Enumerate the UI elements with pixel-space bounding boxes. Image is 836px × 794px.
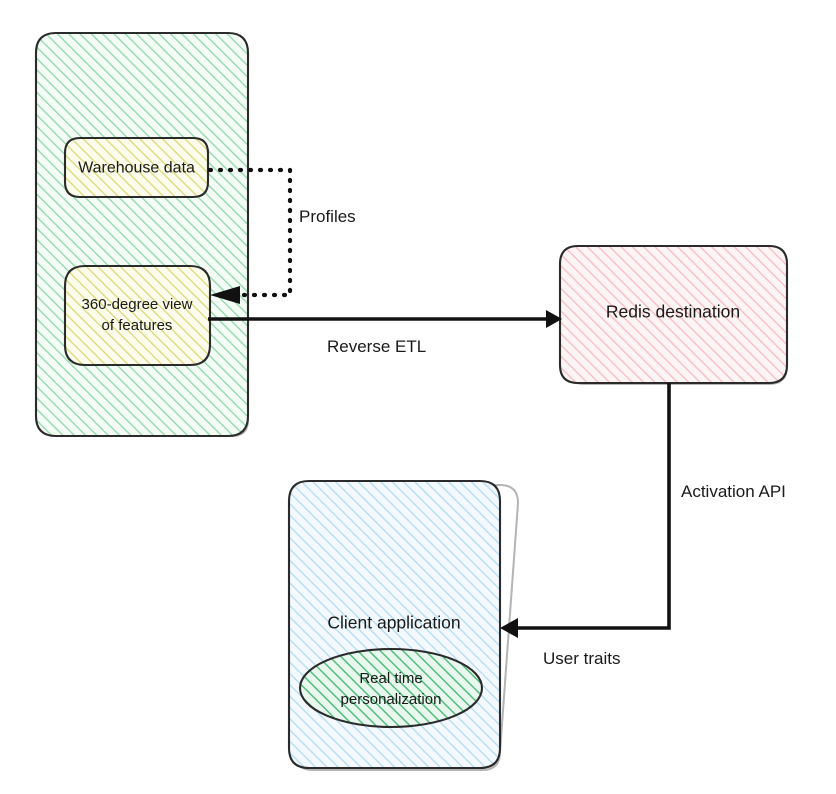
warehouse-data-border (63, 136, 210, 199)
real-time-personalization-fill (300, 649, 482, 727)
node-redis-destination[interactable]: Redis destination (558, 244, 789, 385)
activation-api-edge-path (516, 383, 671, 630)
edge-profiles[interactable]: Profiles (207, 167, 356, 304)
warehouse-container-border (34, 31, 250, 438)
feature-view-border (63, 264, 212, 367)
feature-view-label-line1: 360-degree view (82, 296, 193, 313)
redis-destination-fill (560, 246, 787, 383)
node-real-time-personalization[interactable]: Real time personalization (298, 647, 484, 729)
activation-api-edge-label: Activation API (681, 482, 786, 501)
user-traits-edge-label: User traits (543, 649, 620, 668)
profiles-edge-path (207, 167, 293, 298)
node-warehouse-data[interactable]: Warehouse data (63, 136, 210, 199)
reverse-etl-edge-label: Reverse ETL (327, 337, 426, 356)
warehouse-data-fill (65, 138, 208, 197)
client-application-border (287, 479, 502, 770)
real-time-personalization-label-line1: Real time (359, 670, 422, 687)
edge-activation-api[interactable]: Activation API User traits (500, 383, 786, 668)
user-traits-arrowhead-icon (500, 618, 518, 638)
feature-view-fill (65, 266, 210, 365)
client-application-label: Client application (327, 613, 460, 633)
feature-view-label-line2: of features (102, 317, 173, 334)
profiles-arrowhead-icon (210, 286, 240, 304)
real-time-personalization-border (298, 647, 484, 729)
warehouse-container-fill (36, 33, 248, 436)
node-feature-view[interactable]: 360-degree view of features (63, 264, 212, 367)
warehouse-data-label: Warehouse data (78, 160, 195, 177)
reverse-etl-arrowhead-icon (546, 310, 562, 328)
profiles-edge-label: Profiles (299, 207, 356, 226)
edge-reverse-etl[interactable]: Reverse ETL (208, 310, 562, 356)
redis-destination-border (558, 244, 789, 385)
node-warehouse-container[interactable] (34, 31, 250, 438)
redis-destination-label: Redis destination (606, 302, 740, 322)
real-time-personalization-label-line2: personalization (341, 691, 442, 708)
